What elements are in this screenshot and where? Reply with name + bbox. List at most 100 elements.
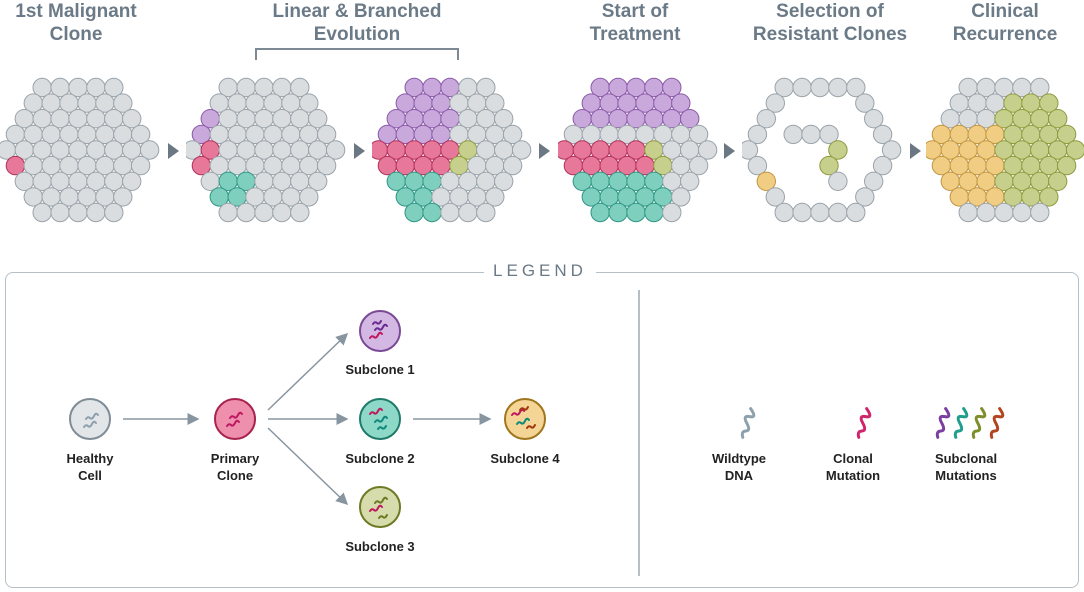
- healthy-cell: [485, 93, 505, 113]
- healthy-cell: [511, 140, 532, 160]
- label-line2: Mutation: [825, 468, 881, 483]
- subclone1-label: Subclone 1: [320, 361, 440, 378]
- label-line1: Subclonal: [934, 451, 998, 466]
- tumor-cluster-first-clone: [0, 77, 160, 223]
- tumor-cluster-resistant-clones: [742, 77, 902, 223]
- subclone1-cell: [680, 109, 700, 129]
- healthy-cell: [1030, 202, 1050, 223]
- healthy-cell: [747, 155, 768, 176]
- wildtype-dna-icon: [740, 407, 756, 439]
- stage-title-line1: 1st Malignant: [15, 1, 137, 22]
- clonal-mutation-dna-icon: [856, 407, 872, 439]
- healthy-cell-label: Healthy Cell: [30, 450, 150, 484]
- healthy-cell: [747, 124, 768, 145]
- label-line1: Subclone 3: [345, 539, 415, 554]
- healthy-cell-icon: [69, 398, 111, 440]
- healthy-cell: [864, 109, 884, 129]
- stage-arrow-icon: [168, 143, 179, 159]
- label-line1: Subclone 2: [345, 451, 415, 466]
- stage-arrow-icon: [354, 143, 365, 159]
- healthy-cell: [742, 140, 759, 160]
- stage-title-line2: Clone: [49, 24, 103, 45]
- subclone4-icon: [504, 398, 546, 440]
- healthy-cell: [697, 140, 718, 160]
- label-line2: Cell: [78, 468, 102, 483]
- clonal-mutation-label: Clonal Mutation: [793, 450, 913, 484]
- legend-title: LEGEND: [484, 260, 596, 282]
- healthy-cell: [688, 124, 709, 145]
- healthy-cell: [872, 155, 893, 176]
- subclone2-label: Subclone 2: [320, 450, 440, 467]
- flow-arrow-primary-to-subclone1: [267, 332, 349, 411]
- label-line1: Wildtype: [711, 451, 767, 466]
- label-line2: Mutations: [935, 468, 997, 483]
- stage-title-evolution: Linear & Branched Evolution: [237, 0, 477, 46]
- healthy-cell: [765, 93, 785, 113]
- healthy-cell: [846, 77, 866, 98]
- subclone3-label: Subclone 3: [320, 538, 440, 555]
- stage-title-line2: Resistant Clones: [752, 24, 908, 45]
- subclone4-label: Subclone 4: [465, 450, 585, 467]
- label-line2: Clone: [216, 468, 254, 483]
- healthy-cell: [872, 124, 893, 145]
- healthy-cell: [308, 171, 328, 192]
- tumor-cluster-linear-evolution: [186, 77, 346, 223]
- healthy-cell: [855, 187, 875, 207]
- subclone3-cell: [819, 155, 839, 176]
- tumor-cluster-start-of-treatment: [558, 77, 718, 223]
- stage-title-line1: Start of: [601, 1, 669, 22]
- wildtype-dna-label: Wildtype DNA: [679, 450, 799, 484]
- primary-clone-icon: [214, 398, 256, 440]
- stage-arrow-icon: [724, 143, 735, 159]
- label-line1: Clonal: [833, 451, 873, 466]
- subclone3-cell: [1056, 124, 1077, 145]
- label-line1: Subclone 4: [490, 451, 560, 466]
- flow-arrow-primary-to-subclone3: [267, 427, 349, 506]
- healthy-cell: [819, 124, 839, 145]
- label-line1: Subclone 1: [345, 362, 415, 377]
- healthy-cell: [308, 109, 328, 129]
- subclone3-cell: [1039, 93, 1059, 113]
- healthy-cell: [881, 140, 902, 160]
- healthy-cell: [1030, 77, 1050, 98]
- subclone3-cell: [828, 140, 848, 160]
- evolution-bracket: [255, 48, 459, 60]
- stage-title-clinical-recurrence: Clinical Recurrence: [935, 0, 1075, 46]
- healthy-cell: [476, 77, 496, 98]
- stage-arrow-icon: [539, 143, 550, 159]
- subclonal-mutations-label: Subclonal Mutations: [906, 450, 1026, 484]
- healthy-cell: [662, 202, 682, 223]
- healthy-cell: [855, 93, 875, 113]
- healthy-cell: [485, 187, 505, 207]
- healthy-cell: [316, 124, 337, 145]
- healthy-cell: [290, 202, 310, 223]
- subclone3-icon: [359, 486, 401, 528]
- subclone3-cell: [1048, 109, 1068, 129]
- stage-title-line1: Selection of: [776, 1, 884, 22]
- subclone3-cell: [1048, 171, 1068, 192]
- legend-divider: [638, 290, 640, 576]
- healthy-cell: [130, 155, 151, 176]
- healthy-cell: [765, 187, 785, 207]
- healthy-cell: [864, 171, 884, 192]
- healthy-cell: [494, 109, 514, 129]
- primary-clone-label: Primary Clone: [175, 450, 295, 484]
- subclone1-cell: [671, 93, 691, 113]
- healthy-cell: [316, 155, 337, 176]
- stage-title-start-of-treatment: Start of Treatment: [555, 0, 715, 46]
- stage-title-line2: Evolution: [313, 24, 401, 45]
- subclone2-icon: [359, 398, 401, 440]
- stage-title-line1: Clinical: [971, 1, 1039, 22]
- label-line2: DNA: [724, 468, 754, 483]
- healthy-cell: [502, 124, 523, 145]
- healthy-cell: [680, 171, 700, 192]
- healthy-cell: [122, 171, 142, 192]
- healthy-cell: [476, 202, 496, 223]
- stage-title-line2: Treatment: [589, 24, 681, 45]
- healthy-cell: [325, 140, 346, 160]
- healthy-cell: [671, 187, 691, 207]
- healthy-cell: [502, 155, 523, 176]
- stage-arrow-icon: [910, 143, 921, 159]
- healthy-cell: [139, 140, 160, 160]
